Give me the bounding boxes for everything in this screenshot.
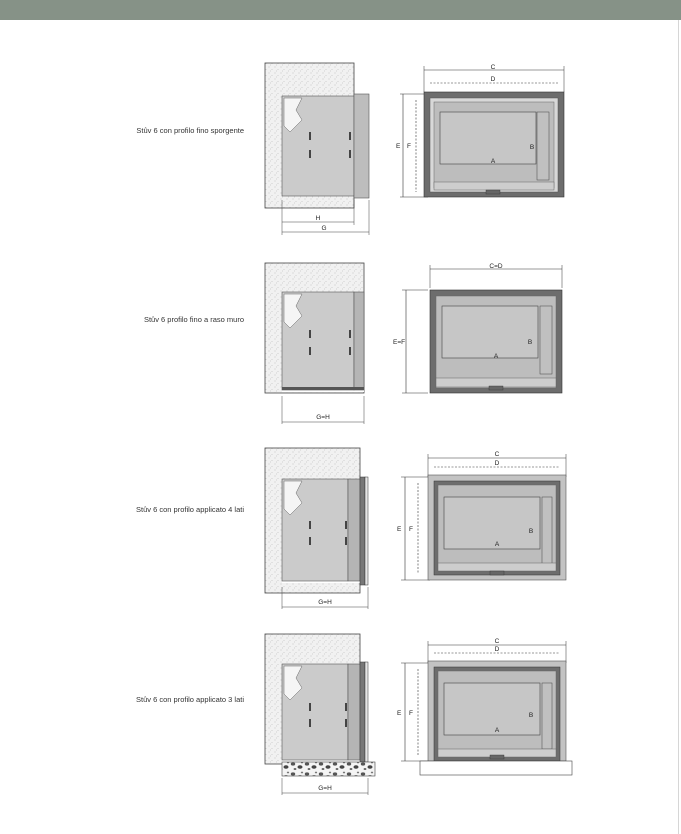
row3-dim-e: E (397, 526, 402, 533)
row4-dim-f: F (409, 710, 413, 717)
row4-side-section: G=H (264, 633, 376, 795)
row4-caption: Stûv 6 con profilo applicato 3 lati (136, 695, 244, 704)
row1-label-a: A (491, 158, 496, 165)
row2-label-a: A (494, 353, 499, 360)
row1-dim-d: D (491, 76, 496, 83)
row3-dim-f: F (409, 526, 413, 533)
row3-dim-gh: G=H (318, 599, 332, 606)
row1-front-view: C D E F A B (396, 64, 565, 198)
row3-caption: Stûv 6 con profilo applicato 4 lati (136, 505, 244, 514)
row1-dim-e: E (396, 143, 401, 150)
row4-dim-e: E (397, 710, 402, 717)
row4-front-view: C D E F A B (397, 638, 573, 776)
row4-label-b: B (529, 712, 533, 719)
row4-dim-gh: G=H (318, 785, 332, 792)
row1-side-section: H G (264, 62, 370, 235)
row1-dim-g: G (321, 225, 326, 232)
row4-dim-d: D (495, 646, 500, 653)
row2-label-b: B (528, 339, 532, 346)
row3-label-b: B (529, 528, 533, 535)
row2-dim-gh: G=H (316, 414, 330, 421)
row3-dim-d: D (495, 460, 500, 467)
row3-side-section: G=H (264, 447, 369, 609)
row1-dim-c: C (491, 64, 496, 71)
row3-label-a: A (495, 541, 500, 548)
row2-dim-ef: E=F (393, 339, 405, 346)
row1-dim-h: H (316, 215, 321, 222)
row3-front-view: C D E F A B (397, 451, 567, 581)
row2-side-section: G=H (264, 262, 365, 424)
row3-dim-c: C (495, 451, 500, 458)
page-edge-line (678, 20, 679, 834)
row1-caption: Stûv 6 con profilo fino sporgente (136, 126, 244, 135)
row4-label-a: A (495, 727, 500, 734)
row1-dim-f: F (407, 143, 411, 150)
row4-dim-c: C (495, 638, 500, 645)
row2-caption: Stûv 6 profilo fino a raso muro (143, 315, 244, 324)
row1-label-b: B (530, 144, 534, 151)
row2-front-view: C=D E=F A B (393, 263, 563, 394)
row2-dim-cd: C=D (489, 263, 502, 270)
header-bar (0, 0, 681, 20)
